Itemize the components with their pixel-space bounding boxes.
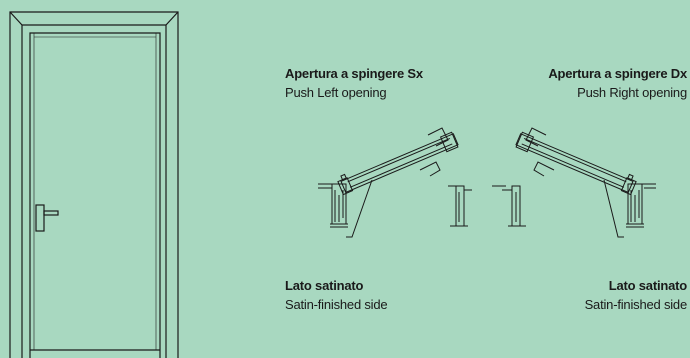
satin-left-subtitle: Satin-finished side xyxy=(285,297,388,312)
push-right-title: Apertura a spingere Dx xyxy=(548,66,687,81)
right-swing-stop-lower xyxy=(533,161,555,177)
push-left-title: Apertura a spingere Sx xyxy=(285,66,423,81)
left-door-leaf xyxy=(337,131,459,196)
satin-left-title: Lato satinato xyxy=(285,278,364,293)
left-swing-stop-upper xyxy=(427,127,449,147)
door-frame-outer xyxy=(9,11,179,358)
left-swing-stop-lower xyxy=(419,161,441,177)
satin-right-subtitle: Satin-finished side xyxy=(584,297,688,312)
right-wall-jamb xyxy=(626,183,656,228)
satin-right-label: Lato satinato Satin-finished side xyxy=(584,276,688,314)
door-frame-inner xyxy=(21,24,167,358)
push-left-label: Apertura a spingere Sx Push Left opening xyxy=(285,64,423,102)
door-leaf xyxy=(29,32,161,358)
right-door-leaf xyxy=(515,131,637,196)
right-satin-leader xyxy=(603,179,624,238)
left-wall-jamb xyxy=(318,183,348,228)
push-right-label: Apertura a spingere Dx Push Right openin… xyxy=(548,64,687,102)
door-handle-icon xyxy=(35,204,59,232)
push-right-subtitle: Push Right opening xyxy=(577,85,687,100)
satin-right-title: Lato satinato xyxy=(608,278,687,293)
push-left-subtitle: Push Left opening xyxy=(285,85,387,100)
center-left-jamb xyxy=(448,185,472,227)
door-elevation-drawing xyxy=(9,11,179,358)
right-swing-stop-upper xyxy=(525,127,547,147)
center-right-jamb xyxy=(492,185,526,227)
satin-left-label: Lato satinato Satin-finished side xyxy=(285,276,388,314)
left-satin-leader xyxy=(346,179,373,238)
opening-plan-diagram xyxy=(318,127,656,238)
